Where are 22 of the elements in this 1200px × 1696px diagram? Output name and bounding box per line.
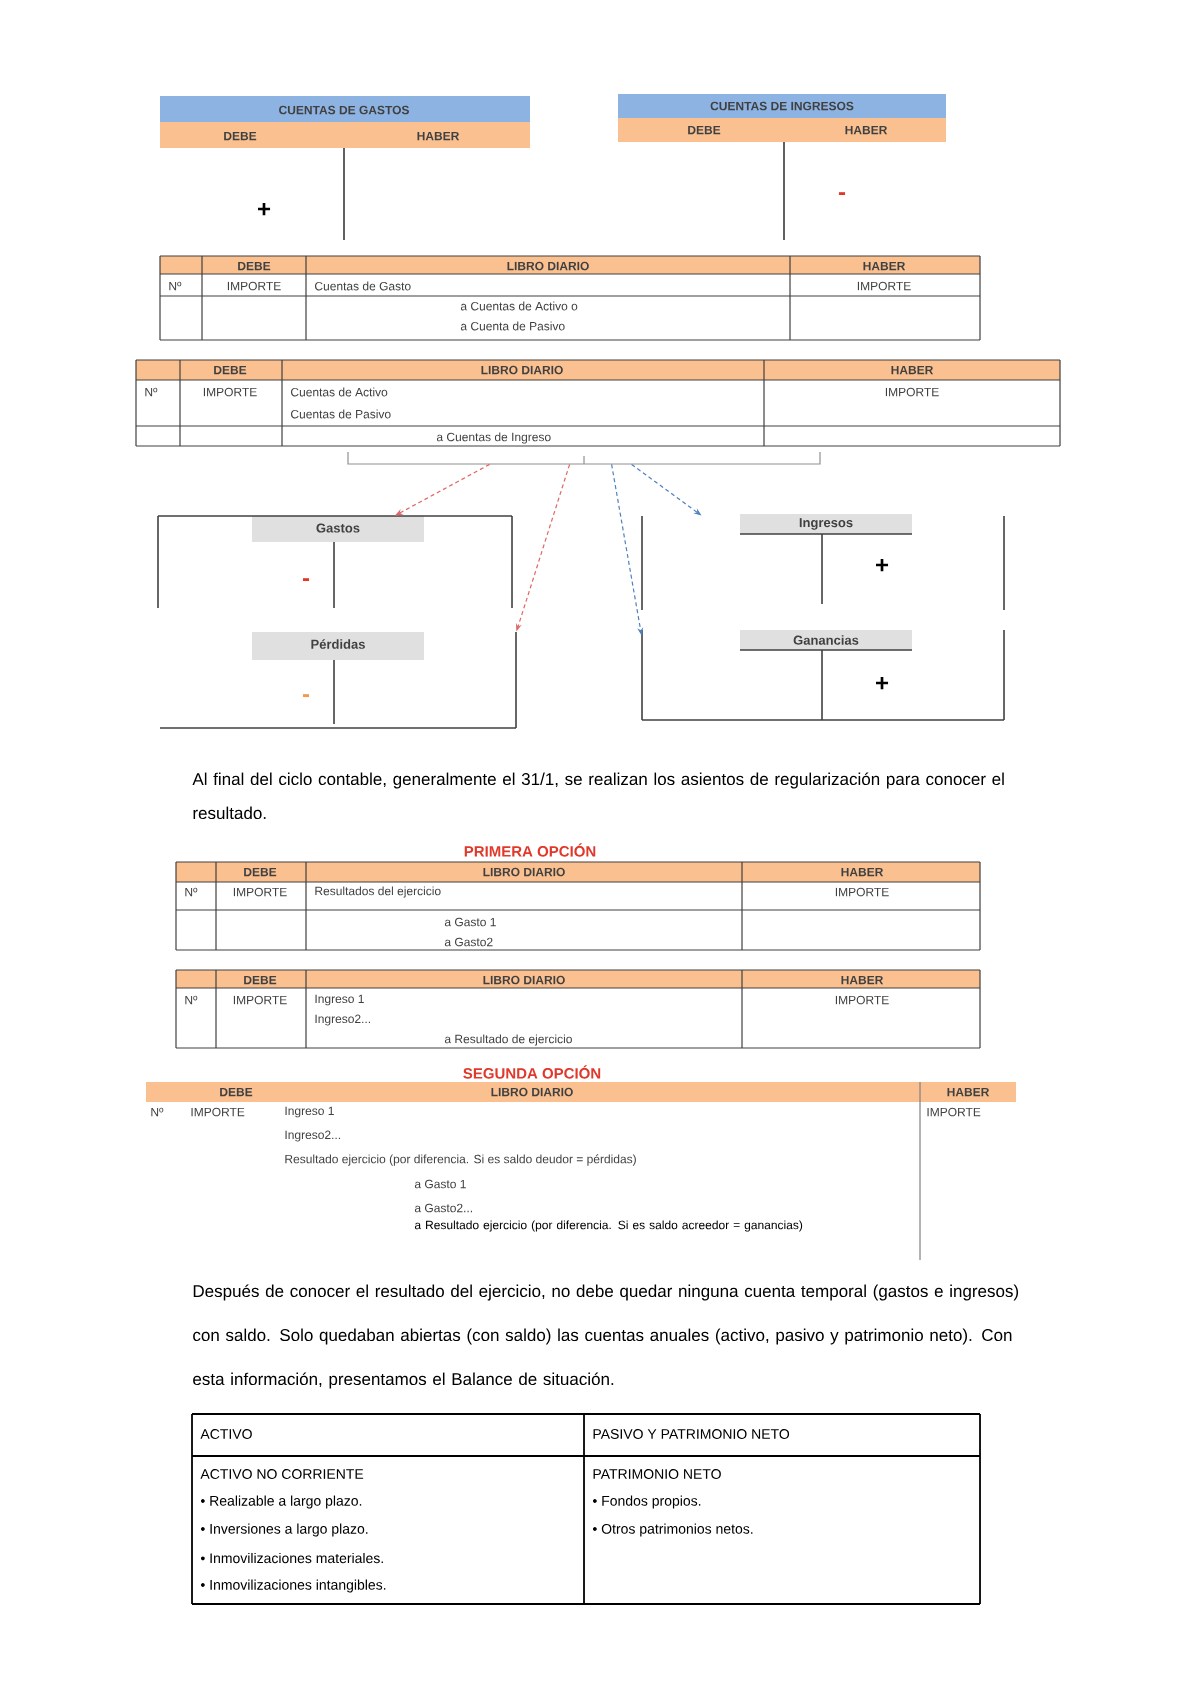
arrow	[395, 463, 491, 516]
sign-symbol: -	[302, 578, 310, 582]
sign-symbol: +	[876, 558, 889, 572]
sign-symbol: -	[838, 192, 846, 196]
balance-table	[191, 1413, 981, 1605]
paragraph: Al final del ciclo contable, generalmente el 31/1, se realizan los asientos de regularización para conocer el resultado.	[192, 772, 1004, 820]
bracket	[347, 451, 821, 465]
t-account	[157, 515, 513, 609]
t-account	[618, 94, 946, 241]
journal-table	[135, 359, 1061, 447]
journal-table	[175, 861, 981, 951]
journal-table	[175, 969, 981, 1049]
t-account	[641, 629, 1005, 721]
sign-symbol: +	[258, 202, 271, 216]
sign-symbol: -	[302, 694, 310, 698]
sign-symbol: +	[876, 676, 889, 690]
t-account	[160, 96, 530, 241]
journal-table	[146, 1081, 1016, 1261]
t-account	[159, 631, 517, 729]
t-account	[641, 514, 1005, 611]
paragraph: Después de conocer el resultado del ejercicio, no debe quedar ninguna cuenta temporal (gastos e ingresos) con saldo. Solo quedaban abiertas (con saldo) las cuentas anuales (activo, pasivo y patrimonio neto). Con esta información, presentamos el Balance de situación.	[193, 1284, 1019, 1389]
journal-table	[159, 255, 981, 341]
